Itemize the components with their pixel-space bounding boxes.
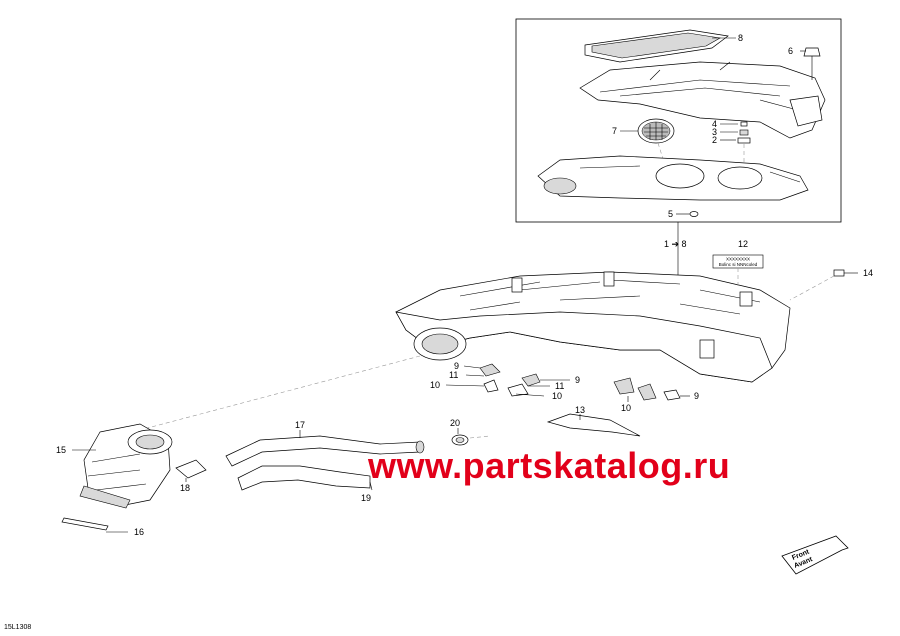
callout-17: 17 bbox=[295, 420, 305, 430]
callout-4: 4 bbox=[712, 119, 717, 129]
callout-6: 6 bbox=[788, 46, 793, 56]
clips-9-10-right bbox=[613, 377, 681, 401]
callout-13: 13 bbox=[575, 405, 585, 415]
label-12-line-1: XXXXXXXX bbox=[726, 257, 750, 262]
watermark-text: www.partskatalog.ru bbox=[368, 445, 731, 486]
part-8-cover bbox=[584, 29, 729, 63]
main-airbox-assembly bbox=[395, 271, 791, 383]
callout-18: 18 bbox=[180, 483, 190, 493]
part-19-hose bbox=[237, 465, 371, 491]
callout-19: 19 bbox=[361, 493, 371, 503]
callout-10-center: 10 bbox=[552, 391, 562, 401]
callout-3: 3 bbox=[712, 127, 717, 137]
drawing-reference: 15L1308 bbox=[4, 624, 32, 631]
part-12-label-decal: XXXXXXXX Bolinc si NNNcoled bbox=[712, 254, 764, 286]
callout-9-right: 9 bbox=[694, 391, 699, 401]
callout-10-right: 10 bbox=[621, 403, 631, 413]
callout-10-left: 10 bbox=[430, 380, 440, 390]
part-20-hose-clamp bbox=[451, 434, 491, 446]
part-7-filter-screen bbox=[637, 118, 675, 163]
parts-2-3-4-fastener-stack bbox=[737, 121, 751, 168]
callout-7: 7 bbox=[612, 126, 617, 136]
callout-5: 5 bbox=[668, 209, 673, 219]
callout-11-left: 11 bbox=[449, 370, 458, 380]
lower-airbox-housing-inset bbox=[537, 155, 809, 201]
upper-airbox-housing bbox=[579, 61, 826, 139]
callout-12: 12 bbox=[738, 239, 748, 249]
clips-9-10-11-center bbox=[507, 373, 541, 397]
callout-2: 2 bbox=[712, 135, 717, 145]
callout-1-to-8: 1 ➔ 8 bbox=[664, 239, 687, 249]
callout-9-center: 9 bbox=[575, 375, 580, 385]
front-direction-arrow: Front Avant bbox=[781, 535, 849, 575]
callout-11-center: 11 bbox=[555, 381, 564, 391]
label-12-line-2: Bolinc si NNNcoled bbox=[719, 262, 758, 267]
callout-20: 20 bbox=[450, 418, 460, 428]
part-14-screw bbox=[789, 269, 845, 301]
part-5-nut bbox=[689, 211, 699, 217]
part-16-clamp bbox=[61, 517, 128, 533]
callout-8: 8 bbox=[738, 33, 743, 43]
part-18-connector bbox=[175, 459, 207, 482]
part-13-heat-shield bbox=[546, 413, 641, 437]
part-15-intake-duct bbox=[79, 423, 173, 509]
callout-9-left: 9 bbox=[454, 361, 459, 371]
callout-15: 15 bbox=[56, 445, 66, 455]
part-6-grommet bbox=[803, 47, 821, 80]
clips-9-10-11-left bbox=[479, 363, 501, 393]
callout-16: 16 bbox=[134, 527, 144, 537]
detail-inset-frame bbox=[515, 18, 842, 223]
callout-14: 14 bbox=[863, 268, 873, 278]
